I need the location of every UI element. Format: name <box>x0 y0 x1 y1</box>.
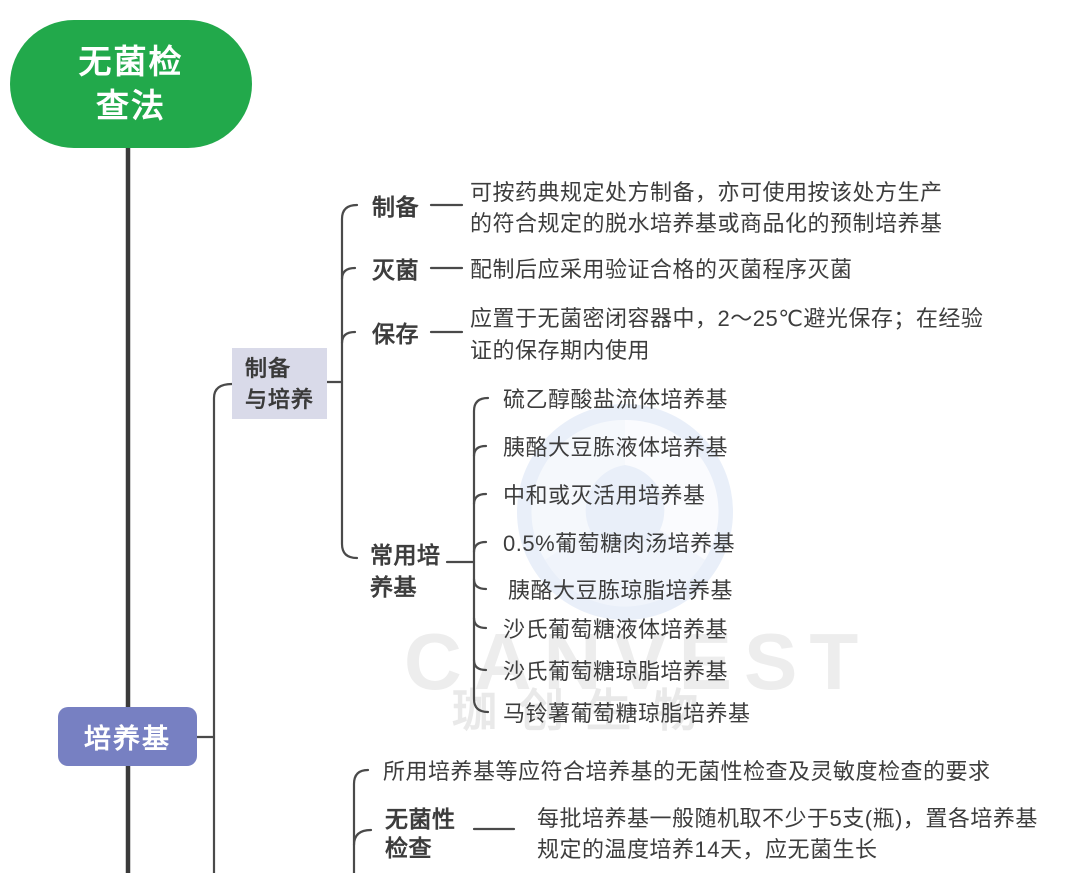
prep-bracket <box>340 203 359 560</box>
watermark-brand-cn-text: 珈创生物 <box>452 685 721 736</box>
peiyangji-branch-line <box>212 382 234 873</box>
media-item-sabouraud-liquid[interactable]: 沙氏葡萄糖液体培养基 <box>503 617 729 642</box>
topic-preparation-line1: 制备 <box>245 355 292 381</box>
media-item-neutralizing[interactable]: 中和或灭活用培养基 <box>503 483 706 508</box>
watermark-brand-text: CANVEST <box>404 617 871 706</box>
storage-desc-line2: 证的保存期内使用 <box>470 338 651 363</box>
root-topic-line2: 查法 <box>96 87 166 124</box>
topic-preparation-and-culture[interactable]: 制备 与培养 <box>232 348 327 419</box>
branch-label-common-media-line2: 养基 <box>370 574 417 600</box>
media-tick-5 <box>472 577 488 591</box>
media-item-tsb-liquid[interactable]: 胰酪大豆胨液体培养基 <box>503 435 729 460</box>
preparation-desc-line1[interactable]: 可按药典规定处方制备，亦可使用按该处方生产 <box>470 180 943 205</box>
media-bracket <box>472 396 490 714</box>
sterilization-desc[interactable]: 配制后应采用验证合格的灭菌程序灭菌 <box>470 257 853 282</box>
branch-label-sterility-check-line2: 检查 <box>385 835 432 861</box>
miejun-tick <box>340 266 357 281</box>
topic-culture-medium[interactable]: 培养基 <box>58 707 197 766</box>
bottom-bracket <box>352 768 370 873</box>
media-tick-2 <box>472 444 488 458</box>
media-item-sabouraud-agar[interactable]: 沙氏葡萄糖琼脂培养基 <box>503 659 729 684</box>
media-tick-7 <box>472 658 488 672</box>
media-item-potato-dextrose-agar[interactable]: 马铃薯葡萄糖琼脂培养基 <box>503 701 751 726</box>
media-tick-3 <box>472 492 488 506</box>
media-requirement-note[interactable]: 所用培养基等应符合培养基的无菌性检查及灵敏度检查的要求 <box>383 759 991 784</box>
branch-label-sterilization[interactable]: 灭菌 <box>372 257 419 283</box>
wujunxing-tick <box>352 828 373 847</box>
preparation-desc-line2: 的符合规定的脱水培养基或商品化的预制培养基 <box>470 211 943 236</box>
branch-label-sterility-check-line1[interactable]: 无菌性 <box>385 806 456 832</box>
media-item-tsb-agar[interactable]: 胰酪大豆胨琼脂培养基 <box>508 578 734 603</box>
branch-label-preparation[interactable]: 制备 <box>372 194 419 220</box>
media-tick-4 <box>472 540 488 554</box>
root-topic-line1: 无菌检 <box>78 43 184 81</box>
media-item-glucose-broth[interactable]: 0.5%葡萄糖肉汤培养基 <box>503 531 736 556</box>
storage-desc-line1[interactable]: 应置于无菌密闭容器中，2～25℃避光保存；在经验 <box>470 306 984 331</box>
topic-culture-medium-label: 培养基 <box>84 724 171 754</box>
sterility-check-desc-line1[interactable]: 每批培养基一般随机取不少于5支(瓶)，置各培养基 <box>537 806 1038 831</box>
branch-label-common-media-line1[interactable]: 常用培 <box>370 542 441 568</box>
media-item-thioglycollate[interactable]: 硫乙醇酸盐流体培养基 <box>503 387 729 412</box>
topic-preparation-line2: 与培养 <box>245 386 315 412</box>
media-tick-6 <box>472 616 488 630</box>
branch-label-storage[interactable]: 保存 <box>372 321 419 347</box>
root-topic-sterility-test[interactable]: 无菌检 查法 <box>10 20 252 148</box>
sterility-check-desc-line2: 规定的温度培养14天，应无菌生长 <box>537 837 878 862</box>
baocun-tick <box>340 330 357 345</box>
